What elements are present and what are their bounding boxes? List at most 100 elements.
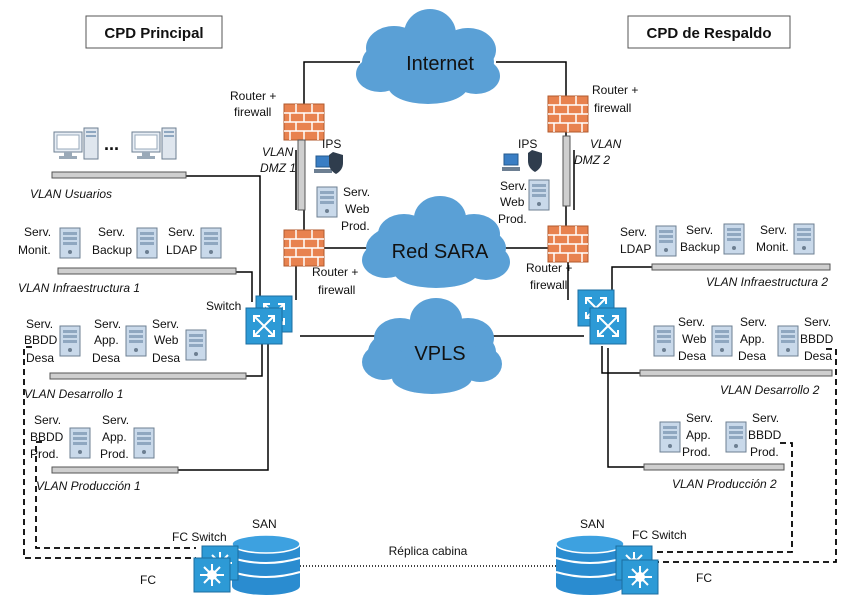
right-dmz-label-2: DMZ 2: [574, 153, 610, 167]
left-dev-srv1-label-3: Desa: [26, 351, 54, 365]
left-vlan-dev-bar: [49, 372, 247, 380]
left-web-prod-label-3: Prod.: [341, 219, 370, 233]
left-router-top-label-2: firewall: [234, 105, 271, 119]
left-dev-srv1-label-2: BBDD: [24, 333, 58, 347]
left-vlan-users-label: VLAN Usuarios: [30, 187, 112, 201]
right-dev-srv1-label-3: Desa: [678, 349, 706, 363]
right-vlan-prod-label: VLAN Producción 2: [672, 477, 777, 491]
left-fc-switch-icon: [193, 557, 231, 593]
replica-label: Réplica cabina: [389, 544, 468, 558]
left-infra-srv2-label-1: Serv.: [98, 225, 125, 239]
left-dmz-bar: [297, 139, 306, 211]
cloud-red-sara-label: Red SARA: [392, 241, 489, 263]
right-infra-srv1-label-1: Serv.: [620, 225, 647, 239]
left-dev-bbdd-server-icon: [59, 325, 81, 357]
right-dev-srv2-label-3: Desa: [738, 349, 766, 363]
cloud-red-sara: [362, 196, 510, 288]
left-prod-app-server-icon: [133, 427, 155, 459]
right-dev-srv3-label-1: Serv.: [804, 315, 831, 329]
right-ips-label: IPS: [518, 137, 537, 151]
left-infra-backup-server-icon: [136, 227, 158, 259]
right-web-prod-server-icon: [528, 179, 550, 211]
right-infra-ldap-server-icon: [655, 225, 677, 257]
right-web-prod-label-1: Serv.: [500, 179, 527, 193]
left-ips-icon: [314, 152, 343, 174]
left-user-pc-icon-2: [131, 127, 177, 160]
connection-lines: [178, 61, 652, 471]
title-right: CPD de Respaldo: [646, 25, 771, 42]
left-dev-srv2-label-1: Serv.: [94, 317, 121, 331]
right-dev-srv3-label-3: Desa: [804, 349, 832, 363]
left-infra-srv1-label-2: Monit.: [18, 243, 51, 257]
left-switch-label: Switch: [206, 299, 241, 313]
right-prod-srv2-label-3: Prod.: [750, 445, 779, 459]
right-prod-srv1-label-1: Serv.: [686, 411, 713, 425]
left-dmz-label-1: VLAN: [262, 145, 294, 159]
right-infra-monit-server-icon: [793, 223, 815, 255]
left-dev-web-server-icon: [185, 329, 207, 361]
right-fc-label: FC: [696, 571, 712, 585]
left-router-top-label-1: Router +: [230, 89, 276, 103]
left-vlan-infra-bar: [57, 267, 237, 275]
left-prod-srv1-label-2: BBDD: [30, 430, 64, 444]
right-router-top-label-2: firewall: [594, 101, 631, 115]
right-prod-srv2-label-2: BBDD: [748, 428, 782, 442]
left-prod-bbdd-server-icon: [69, 427, 91, 459]
right-dev-srv2-label-2: App.: [740, 332, 765, 346]
right-dev-srv2-label-1: Serv.: [740, 315, 767, 329]
left-dev-app-server-icon: [125, 325, 147, 357]
cloud-internet: [356, 9, 500, 104]
right-dev-srv1-label-2: Web: [682, 332, 707, 346]
cloud-vpls-label: VPLS: [414, 343, 465, 365]
cloud-internet-label: Internet: [406, 53, 474, 75]
right-dmz-label-1: VLAN: [590, 137, 622, 151]
right-vlan-prod-bar: [643, 463, 785, 471]
left-prod-srv1-label-3: Prod.: [30, 447, 59, 461]
right-prod-app-server-icon: [659, 421, 681, 453]
left-san-label: SAN: [252, 517, 277, 531]
right-switch-icon: [589, 307, 627, 345]
right-web-prod-label-3: Prod.: [498, 212, 527, 226]
left-router-top-firewall-icon: [283, 103, 325, 141]
left-vlan-users-bar: [51, 171, 187, 179]
left-dev-srv1-label-1: Serv.: [26, 317, 53, 331]
right-vlan-dev-bar: [639, 369, 833, 377]
right-router-top-label-1: Router +: [592, 83, 638, 97]
left-dev-srv3-label-1: Serv.: [152, 317, 179, 331]
title-right-box: [627, 15, 791, 49]
left-infra-srv2-label-2: Backup: [92, 243, 132, 257]
right-infra-srv1-label-2: LDAP: [620, 242, 651, 256]
left-user-pc-icon-1: [53, 127, 99, 160]
left-users-ellipsis: ...: [104, 134, 119, 154]
left-web-prod-label-1: Serv.: [343, 185, 370, 199]
right-dmz-bar: [562, 135, 571, 207]
left-infra-srv3-label-2: LDAP: [166, 243, 197, 257]
left-dmz-label-2: DMZ 1: [260, 161, 296, 175]
right-ips-icon: [502, 150, 542, 172]
left-prod-srv2-label-1: Serv.: [102, 413, 129, 427]
left-web-prod-server-icon: [316, 186, 338, 218]
title-left-box: [85, 15, 223, 49]
left-fc-switch-label: FC Switch: [172, 530, 227, 544]
left-vlan-infra-label: VLAN Infraestructura 1: [18, 281, 140, 295]
left-router-bottom-firewall-icon: [283, 229, 325, 267]
left-switch-icon: [245, 307, 283, 345]
left-prod-srv1-label-1: Serv.: [34, 413, 61, 427]
fc-dashed-links: [23, 346, 837, 563]
left-dev-srv2-label-3: Desa: [92, 351, 120, 365]
right-dev-app-server-icon: [711, 325, 733, 357]
right-dev-srv1-label-1: Serv.: [678, 315, 705, 329]
right-dev-bbdd-server-icon: [777, 325, 799, 357]
right-vlan-infra-label: VLAN Infraestructura 2: [706, 275, 828, 289]
left-vlan-prod-label: VLAN Producción 1: [36, 479, 141, 493]
left-infra-monit-server-icon: [59, 227, 81, 259]
right-prod-srv2-label-1: Serv.: [752, 411, 779, 425]
left-router-bottom-label-1: Router +: [312, 265, 358, 279]
right-router-bottom-label-2: firewall: [530, 278, 567, 292]
right-dev-web-server-icon: [653, 325, 675, 357]
right-router-top-firewall-icon: [547, 95, 589, 133]
cloud-vpls: [362, 298, 502, 394]
right-infra-srv3-label-1: Serv.: [760, 223, 787, 237]
